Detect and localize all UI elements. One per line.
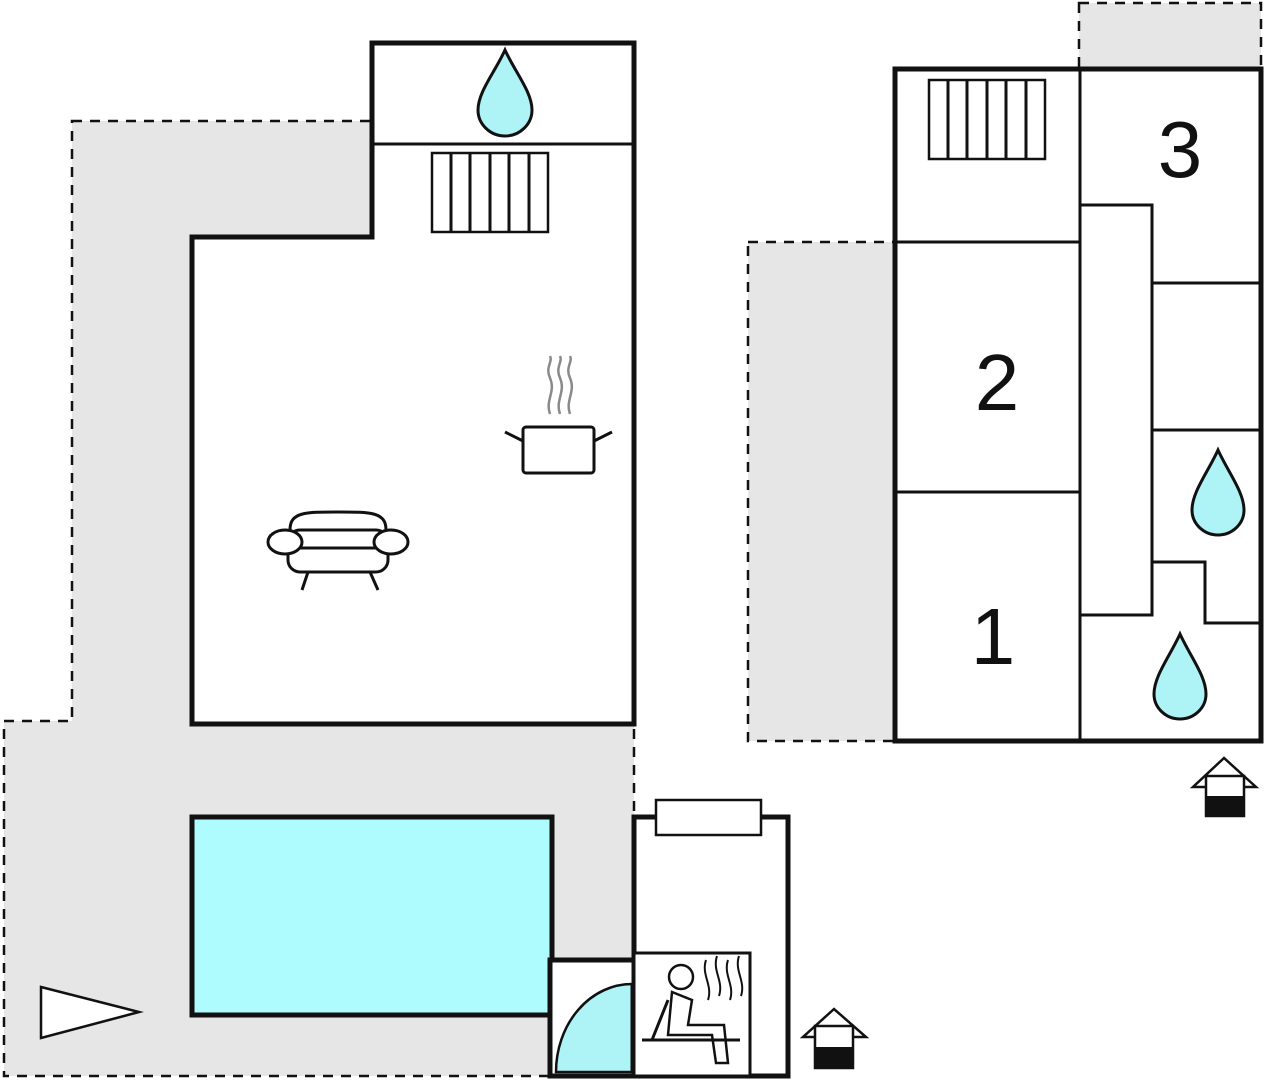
bedroom-3-label: 3	[1158, 105, 1203, 194]
radiator-icon	[927, 78, 1047, 161]
shower-icon	[554, 982, 634, 1074]
swimming-pool	[189, 814, 555, 1018]
bench-icon	[654, 798, 763, 837]
entrance-icon	[1189, 756, 1260, 818]
right-building	[892, 66, 1264, 744]
entrance-icon	[799, 1007, 870, 1070]
balcony-top	[1077, 1, 1263, 71]
north-arrow-icon	[39, 985, 144, 1040]
sofa-icon	[266, 510, 410, 591]
apartment-outline	[892, 66, 1264, 744]
terrace-right	[746, 240, 897, 743]
sauna-icon	[642, 955, 744, 1065]
radiator-icon	[430, 151, 550, 234]
water-drop-icon	[476, 46, 534, 138]
water-drop-icon	[1152, 630, 1208, 721]
bedroom-2-label: 2	[975, 338, 1020, 427]
cooking-pot-icon	[504, 355, 613, 475]
bedroom-1-label: 1	[971, 592, 1016, 681]
water-drop-icon	[1190, 446, 1246, 537]
